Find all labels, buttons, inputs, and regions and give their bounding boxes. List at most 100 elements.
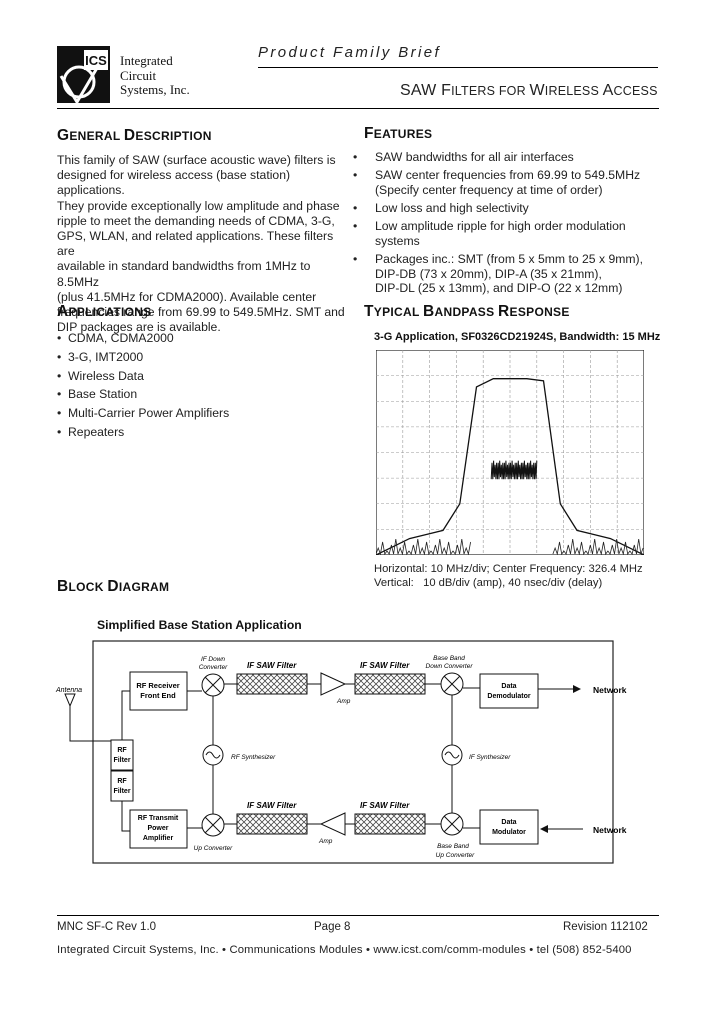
- block-diagram-heading: BLOCK DIAGRAM: [57, 578, 169, 596]
- footer-revision: Revision 112102: [563, 921, 648, 933]
- list-item: Low amplitude ripple for high order modu…: [364, 219, 664, 248]
- block-diagram-svg: Antenna RF Receiver Front End RF Filter …: [55, 640, 627, 864]
- rf-filter-label: Filter: [113, 757, 130, 764]
- title-part: FOR: [498, 84, 530, 98]
- company-name: Integrated Circuit Systems, Inc.: [120, 53, 190, 98]
- title-part: W: [529, 82, 545, 99]
- base-band-label: Base Band: [437, 843, 469, 850]
- logo-text: ICS: [85, 53, 107, 68]
- company-line: Integrated: [120, 53, 173, 68]
- text-line: designed for wireless access (base stati…: [57, 168, 291, 198]
- rf-filter-label: RF: [117, 778, 127, 785]
- feature-line: Packages inc.: SMT (from 5 x 5mm to 25 x…: [375, 251, 643, 266]
- if-down-label: IF Down: [201, 656, 225, 663]
- rf-receiver-label: RF Receiver: [136, 681, 179, 690]
- heading-part: ENERAL: [69, 129, 124, 143]
- rf-receiver-label: Front End: [140, 691, 176, 700]
- baseband-down-mixer: [440, 672, 464, 696]
- data-mod-label: Data: [501, 819, 516, 826]
- footer-page: Page 8: [314, 921, 351, 933]
- up-converter-label: Up Converter: [194, 845, 233, 852]
- title-part: CCESS: [613, 84, 658, 98]
- heading-letter: T: [364, 303, 374, 320]
- chart-caption: 3-G Application, SF0326CD21924S, Bandwid…: [374, 331, 661, 343]
- list-item: Multi-Carrier Power Amplifiers: [57, 404, 229, 423]
- title-part: SAW: [400, 82, 442, 99]
- amp-label: Amp: [336, 698, 351, 705]
- if-saw-label: IF SAW Filter: [360, 801, 410, 810]
- feature-line: (Specify center frequency at time of ord…: [375, 182, 603, 197]
- down-mixer: [201, 673, 225, 697]
- rf-synth-label: RF Synthesizer: [231, 754, 276, 761]
- applications-heading: APPLICATIONS: [57, 303, 152, 321]
- text-line: available in standard bandwidths from 1M…: [57, 259, 311, 289]
- rf-transmit-block: [129, 809, 188, 849]
- series-amplitude: [375, 378, 645, 556]
- heading-letter: D: [123, 127, 136, 144]
- feature-line: systems: [375, 233, 420, 248]
- list-item: Repeaters: [57, 423, 229, 442]
- if-synthesizer: [441, 744, 463, 766]
- antenna-icon: [64, 693, 113, 742]
- data-demod-label: Data: [501, 683, 516, 690]
- data-modulator-block: [479, 809, 539, 845]
- rf-filter-label: RF: [117, 747, 127, 754]
- if-saw-filter: [354, 673, 426, 695]
- heading-part: YPICAL: [373, 305, 424, 319]
- footer-rule: [57, 915, 659, 916]
- applications-list: CDMA, CDMA2000 3-G, IMT2000 Wireless Dat…: [57, 329, 229, 442]
- product-title: SAW FILTERS FOR WIRELESS ACCESS: [400, 82, 658, 100]
- title-part: F: [441, 82, 452, 99]
- feature-line: Low loss and high selectivity: [375, 200, 529, 215]
- list-item: SAW center frequencies from 69.99 to 549…: [364, 168, 664, 197]
- network-label: Network: [593, 685, 627, 695]
- chart-grid: [376, 350, 644, 555]
- list-item: CDMA, CDMA2000: [57, 329, 229, 348]
- footer-contact: Integrated Circuit Systems, Inc. • Commu…: [57, 944, 632, 956]
- title-part: ILTERS: [451, 84, 499, 98]
- heading-part: IAGRAM: [118, 580, 170, 594]
- if-saw-label: IF SAW Filter: [247, 801, 297, 810]
- if-saw-label: IF SAW Filter: [247, 661, 297, 670]
- text-line: This family of SAW (surface acoustic wav…: [57, 153, 336, 167]
- block-diagram: Antenna RF Receiver Front End RF Filter …: [55, 636, 665, 866]
- heading-letter: B: [423, 303, 435, 320]
- note-line: Horizontal: 10 MHz/div; Center Frequency…: [374, 563, 643, 575]
- heading-part: ESPONSE: [509, 305, 570, 319]
- wire: [121, 690, 130, 740]
- company-line: Circuit: [120, 67, 157, 83]
- bandpass-chart: [375, 349, 645, 556]
- feature-line: SAW bandwidths for all air interfaces: [375, 150, 574, 164]
- if-saw-filter: [354, 813, 426, 835]
- heading-part: ESCRIPTION: [135, 129, 212, 143]
- heading-part: PPLICATIONS: [68, 305, 152, 319]
- heading-part: EATURES: [373, 127, 433, 141]
- list-item: Base Station: [57, 385, 229, 404]
- if-synth-label: IF Synthesizer: [469, 754, 511, 761]
- list-item: Wireless Data: [57, 367, 229, 386]
- general-description-heading: GENERAL DESCRIPTION: [57, 127, 212, 145]
- baseband-up-mixer: [440, 812, 464, 836]
- wire: [187, 690, 202, 829]
- series-delay: [490, 460, 538, 480]
- features-heading: FEATURES: [364, 125, 432, 143]
- amp-triangle: [319, 812, 346, 836]
- diagram-frame: [92, 640, 614, 864]
- base-band-label: Down Converter: [426, 663, 474, 670]
- rf-transmit-label: Power: [147, 825, 168, 832]
- company-logo: ICS: [57, 46, 110, 105]
- text-line: They provide exceptionally low amplitude…: [57, 198, 340, 213]
- amp-label: Amp: [318, 838, 333, 845]
- heading-part: ANDPASS: [434, 305, 499, 319]
- if-saw-filter: [236, 673, 308, 695]
- up-mixer: [201, 813, 225, 837]
- if-down-label: Converter: [199, 664, 228, 671]
- if-saw-filter: [236, 813, 308, 835]
- list-item: 3-G, IMT2000: [57, 348, 229, 367]
- rf-synthesizer: [202, 744, 224, 766]
- section-rule: [57, 108, 659, 109]
- text-line: ripple to meet the demanding needs of CD…: [57, 213, 335, 228]
- base-band-label: Up Converter: [436, 852, 475, 859]
- rf-filter-label: Filter: [113, 788, 130, 795]
- block-diagram-caption: Simplified Base Station Application: [97, 618, 302, 632]
